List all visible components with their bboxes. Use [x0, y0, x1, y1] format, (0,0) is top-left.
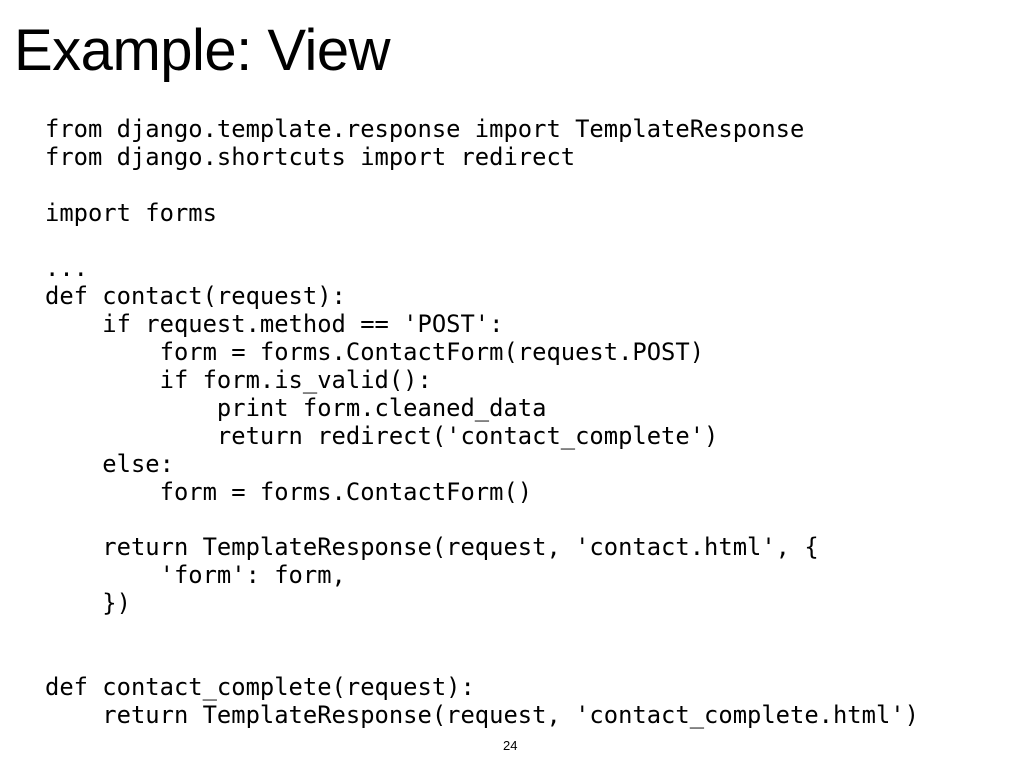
- code-line: 'form': form,: [45, 561, 346, 590]
- slide-title: Example: View: [14, 18, 391, 83]
- code-line: def contact_complete(request):: [45, 672, 475, 701]
- page-number: 24: [503, 738, 518, 753]
- code-line: }): [45, 589, 131, 618]
- code-line: form = forms.ContactForm(): [45, 477, 533, 506]
- code-line: return TemplateResponse(request, 'contac…: [45, 533, 819, 562]
- code-line: [45, 172, 919, 200]
- code-line: import forms: [45, 198, 217, 227]
- code-line: return redirect('contact_complete'): [45, 421, 719, 450]
- code-block: from django.template.response import Tem…: [45, 115, 919, 730]
- code-line: else:: [45, 449, 174, 478]
- code-line: return TemplateResponse(request, 'contac…: [45, 700, 919, 729]
- code-line: [45, 506, 919, 534]
- code-line: from django.shortcuts import redirect: [45, 142, 576, 171]
- code-line: def contact(request):: [45, 282, 346, 311]
- code-line: if form.is_valid():: [45, 366, 432, 395]
- code-line: [45, 618, 919, 646]
- code-line: [45, 646, 919, 674]
- code-line: print form.cleaned_data: [45, 393, 547, 422]
- code-line: form = forms.ContactForm(request.POST): [45, 338, 705, 367]
- code-line: ...: [45, 254, 88, 283]
- code-line: if request.method == 'POST':: [45, 310, 504, 339]
- code-line: [45, 228, 919, 256]
- code-line: from django.template.response import Tem…: [45, 115, 805, 143]
